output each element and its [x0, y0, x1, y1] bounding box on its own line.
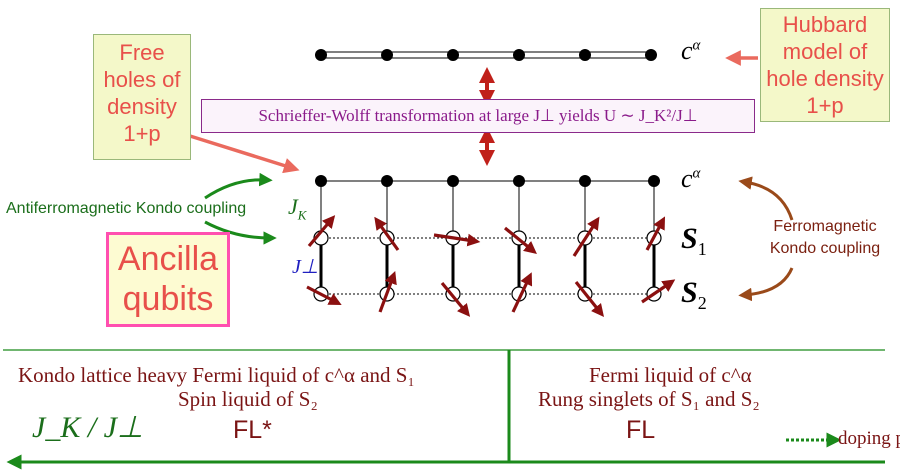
schrieffer-wolff-box: Schrieffer-Wolff transformation at large… — [201, 99, 755, 133]
ferro-label: Ferromagnetic Kondo coupling — [769, 218, 881, 257]
kondo-ladder — [313, 175, 662, 302]
hubbard-box: Hubbard model of hole density 1+p — [760, 8, 890, 122]
ferro-arrow-lower — [738, 267, 794, 302]
spin-arrows — [306, 215, 676, 317]
fl-line1: Fermi liquid of c^α — [589, 363, 752, 387]
schrieffer-wolff-text: Schrieffer-Wolff transformation at large… — [258, 106, 698, 125]
s2-label: S2 — [681, 276, 707, 313]
s1-label: S1 — [681, 222, 707, 259]
free-holes-arrow — [189, 134, 300, 174]
ancilla-box: Ancilla qubits — [106, 232, 230, 327]
free-holes-box: Free holes of density 1+p — [93, 34, 191, 160]
hubbard-chain — [315, 49, 657, 61]
c-alpha-mid-label: cα — [681, 164, 701, 193]
fl-line2: Rung singlets of S₁ and S₂ — [538, 387, 760, 411]
fl-star-name: FL* — [233, 416, 272, 444]
ancilla-text: Ancilla qubits — [117, 240, 219, 318]
antiferro-arrow-upper — [204, 172, 273, 200]
jperp-label: J⊥ — [292, 256, 319, 278]
jk-label: JK — [288, 194, 307, 223]
free-holes-text: Free holes of density 1+p — [103, 40, 181, 146]
ferro-arrow-upper — [738, 176, 794, 221]
doping-label: doping p — [838, 428, 900, 449]
c-alpha-top-label: cα — [681, 36, 701, 65]
phase-diagram-frame — [3, 349, 885, 470]
hubbard-text: Hubbard model of hole density 1+p — [766, 12, 884, 118]
fl-star-line2: Spin liquid of S₂ — [178, 387, 318, 411]
antiferro-arrow-lower — [204, 220, 277, 245]
antiferro-label: Antiferromagnetic Kondo coupling — [6, 200, 247, 217]
axis-label: J_K / J⊥ — [32, 411, 144, 444]
fl-name: FL — [626, 416, 656, 444]
fl-star-line1: Kondo lattice heavy Fermi liquid of c^α … — [18, 363, 415, 387]
